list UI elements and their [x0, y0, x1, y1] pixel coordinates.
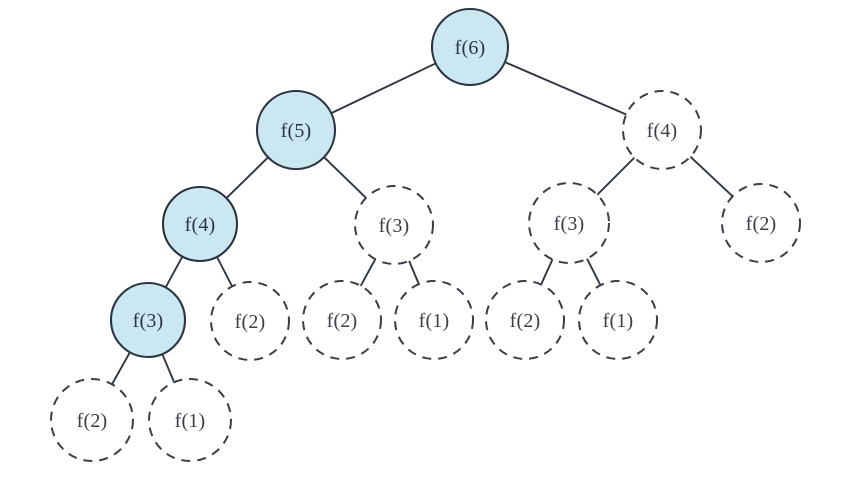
tree-node[interactable]: f(4): [622, 90, 702, 170]
tree-edge: [539, 257, 554, 287]
tree-node[interactable]: f(1): [578, 280, 658, 360]
node-label: f(5): [281, 120, 312, 142]
node-label: f(2): [510, 310, 541, 332]
node-circle-dashed: [148, 378, 232, 462]
tree-edge: [407, 259, 421, 286]
nodes-layer: f(6) f(5) f(4) f(4) f(3) f(3) f(2) f(3) f(2) f(2)…: [50, 7, 801, 462]
node-circle-filled: [255, 89, 337, 171]
tree-node[interactable]: f(2): [210, 281, 290, 361]
node-circle-dashed: [50, 378, 134, 462]
node-circle-dashed: [485, 280, 565, 360]
tree-node[interactable]: f(1): [394, 280, 474, 360]
tree-node[interactable]: f(3): [354, 185, 434, 265]
node-label: f(3): [133, 310, 164, 332]
node-label: f(4): [185, 214, 216, 236]
tree-node[interactable]: f(3): [109, 281, 187, 359]
tree-edge: [164, 254, 184, 290]
tree-node[interactable]: f(2): [485, 280, 565, 360]
tree-node[interactable]: f(1): [148, 378, 232, 462]
edges-layer: [110, 60, 735, 387]
tree-edge: [322, 155, 368, 200]
tree-edge: [503, 60, 629, 116]
tree-node[interactable]: f(5): [255, 89, 337, 171]
node-label: f(2): [77, 410, 108, 432]
tree-node[interactable]: f(3): [528, 182, 610, 264]
node-circle-dashed: [721, 183, 801, 263]
node-label: f(3): [379, 215, 410, 237]
node-circle-dashed: [354, 185, 434, 265]
node-label: f(1): [175, 410, 206, 432]
node-circle-filled: [161, 185, 239, 263]
tree-edge: [110, 350, 132, 387]
tree-node[interactable]: f(2): [50, 378, 134, 462]
tree-edge: [595, 155, 637, 197]
node-label: f(6): [455, 37, 486, 59]
tree-edge: [224, 155, 270, 200]
node-circle-dashed: [622, 90, 702, 170]
tree-node[interactable]: f(2): [302, 280, 382, 360]
node-label: f(1): [419, 310, 450, 332]
tree-node[interactable]: f(6): [430, 7, 510, 87]
node-label: f(2): [746, 213, 777, 235]
node-label: f(4): [647, 120, 678, 142]
node-label: f(3): [554, 213, 585, 235]
tree-edge: [688, 155, 735, 198]
node-circle-dashed: [302, 280, 382, 360]
tree-node[interactable]: f(4): [161, 185, 239, 263]
node-circle-filled: [109, 281, 187, 359]
tree-edge: [359, 257, 377, 288]
tree-node[interactable]: f(2): [721, 183, 801, 263]
node-circle-dashed: [394, 280, 474, 360]
tree-edge: [160, 352, 176, 385]
node-circle-filled: [430, 7, 510, 87]
node-circle-dashed: [210, 281, 290, 361]
node-label: f(1): [603, 310, 634, 332]
node-circle-dashed: [528, 182, 610, 264]
tree-edge: [215, 255, 234, 289]
node-circle-dashed: [578, 280, 658, 360]
tree-edge: [585, 256, 602, 288]
tree-edge: [329, 61, 438, 115]
node-label: f(2): [327, 310, 358, 332]
node-label: f(2): [235, 311, 266, 333]
